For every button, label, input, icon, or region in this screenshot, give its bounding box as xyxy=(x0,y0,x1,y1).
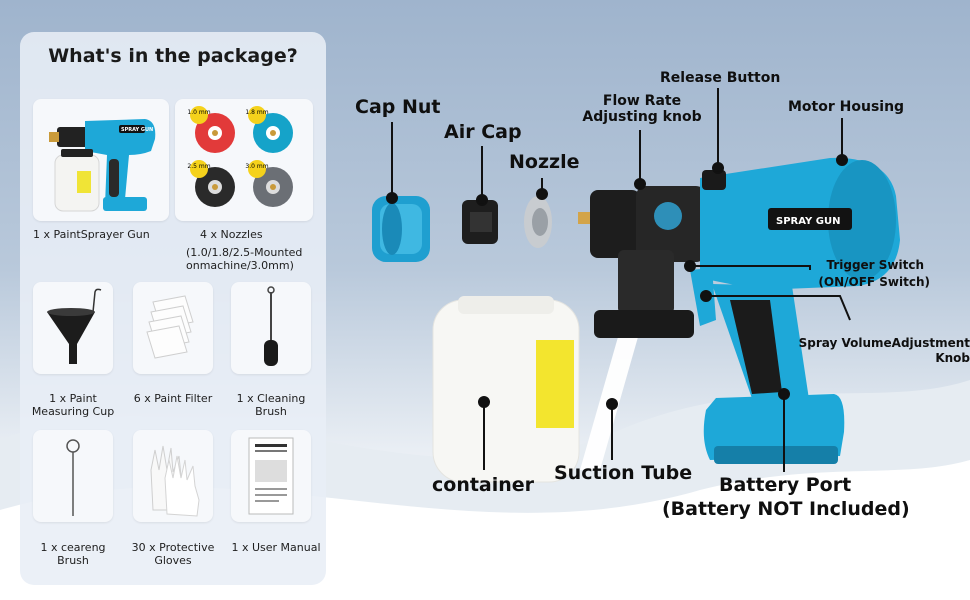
paint-filter-image xyxy=(146,295,194,359)
nozzle-red xyxy=(195,113,235,153)
measuring-cup-image xyxy=(47,288,102,364)
tile-cleaning-brush xyxy=(231,282,311,374)
caption-ceareng-brush: 1 x ceareng Brush xyxy=(40,541,106,567)
package-title: What's in the package? xyxy=(48,45,298,67)
caption-paint-filter: 6 x Paint Filter xyxy=(133,392,213,405)
nozzle-teal xyxy=(253,113,293,153)
label-release-button: Release Button xyxy=(660,70,781,86)
label-motor-housing: Motor Housing xyxy=(788,99,905,115)
container-shape xyxy=(432,296,580,483)
nozzle-shape xyxy=(524,196,552,248)
label-cap-nut: Cap Nut xyxy=(355,96,441,118)
air-cap-shape xyxy=(462,200,498,244)
label-container: container xyxy=(432,474,535,496)
nozzle-size-1: 1.0 mm xyxy=(187,109,210,116)
caption-cleaning-brush: 1 x Cleaning Brush xyxy=(236,392,306,418)
cap-nut-shape xyxy=(372,196,430,262)
nozzle-size-3: 2.5 mm xyxy=(187,163,210,170)
nozzles-image: 1.0 mm 1.8 mm 2.5 mm 3.0 mm xyxy=(187,106,293,207)
tile-paint-filter xyxy=(133,282,213,374)
label-battery-note: (Battery NOT Included) xyxy=(662,498,910,520)
gloves-image xyxy=(150,445,200,517)
gun-badge: SPRAY GUN xyxy=(776,216,840,227)
cleaning-brush-image xyxy=(264,286,278,366)
caption-gloves: 30 x Protective Gloves xyxy=(131,541,215,567)
label-battery-port: Battery Port xyxy=(719,474,852,496)
caption-user-manual: 1 x User Manual xyxy=(231,541,321,554)
nozzle-black xyxy=(195,167,235,207)
tile-measuring-cup xyxy=(33,282,113,374)
label-flow-rate: Flow Rate Adjusting knob xyxy=(582,93,702,125)
tile-nozzles: 1.0 mm 1.8 mm 2.5 mm 3.0 mm xyxy=(175,99,313,221)
label-air-cap: Air Cap xyxy=(444,121,522,143)
label-spray-volume: Spray VolumeAdjustment Knob xyxy=(798,336,970,365)
spray-gun-shape: SPRAY GUN xyxy=(578,157,900,464)
label-trigger-switch-note: (ON/OFF Switch) xyxy=(818,275,930,289)
label-nozzle: Nozzle xyxy=(509,151,580,173)
caption-nozzles: 4 x Nozzles xyxy=(200,228,263,241)
caption-measuring-cup: 1 x Paint Measuring Cup xyxy=(31,392,115,418)
caption-sprayer-gun: 1 x PaintSprayer Gun xyxy=(33,228,150,241)
user-manual-image xyxy=(248,437,294,515)
tile-user-manual xyxy=(231,430,311,522)
nozzle-size-4: 3.0 mm xyxy=(245,163,268,170)
package-panel: What's in the package? SPRAY GUN 1 x Pai… xyxy=(20,32,326,585)
caption-nozzles-detail: (1.0/1.8/2.5-Mounted onmachine/3.0mm) xyxy=(186,246,303,272)
nozzle-grey xyxy=(253,167,293,207)
tile-gloves xyxy=(133,430,213,522)
tile-ceareng-brush xyxy=(33,430,113,522)
mini-gun-image: SPRAY GUN xyxy=(49,119,156,212)
tile-sprayer-gun: SPRAY GUN xyxy=(33,99,169,221)
label-suction-tube: Suction Tube xyxy=(554,462,693,484)
mini-gun-badge: SPRAY GUN xyxy=(121,127,153,133)
nozzle-size-2: 1.8 mm xyxy=(245,109,268,116)
needle-brush-image xyxy=(66,439,80,516)
label-trigger-switch: Trigger Switch xyxy=(826,258,924,272)
